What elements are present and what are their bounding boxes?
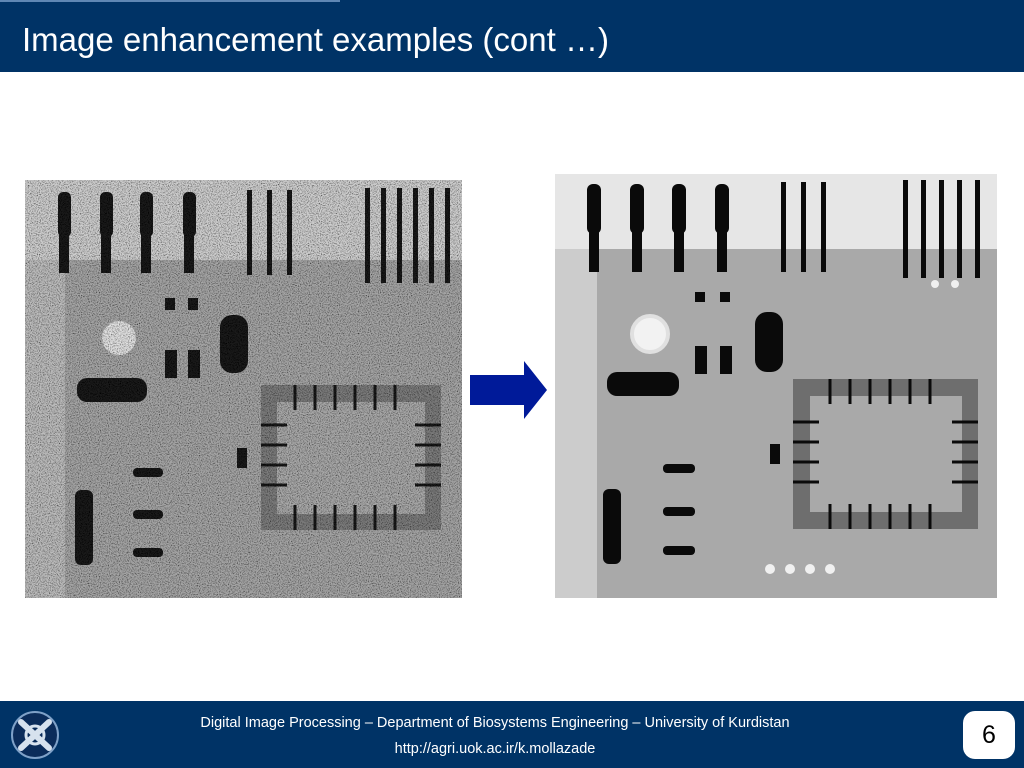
- noisy-xray-image: [25, 180, 462, 598]
- filtered-xray-image: [555, 174, 997, 598]
- footer-url-text: http://agri.uok.ac.ir/k.mollazade: [394, 741, 596, 757]
- header-accent-line: [0, 0, 340, 2]
- university-logo-icon: [11, 711, 59, 759]
- footer-course-text: Digital Image Processing – Department of…: [200, 715, 790, 731]
- right-arrow-icon: [470, 361, 547, 419]
- slide-header: Image enhancement examples (cont …): [0, 0, 1024, 72]
- slide-footer: Digital Image Processing – Department of…: [0, 701, 1024, 768]
- page-number-badge: 6: [963, 711, 1015, 759]
- slide-title: Image enhancement examples (cont …): [22, 21, 609, 58]
